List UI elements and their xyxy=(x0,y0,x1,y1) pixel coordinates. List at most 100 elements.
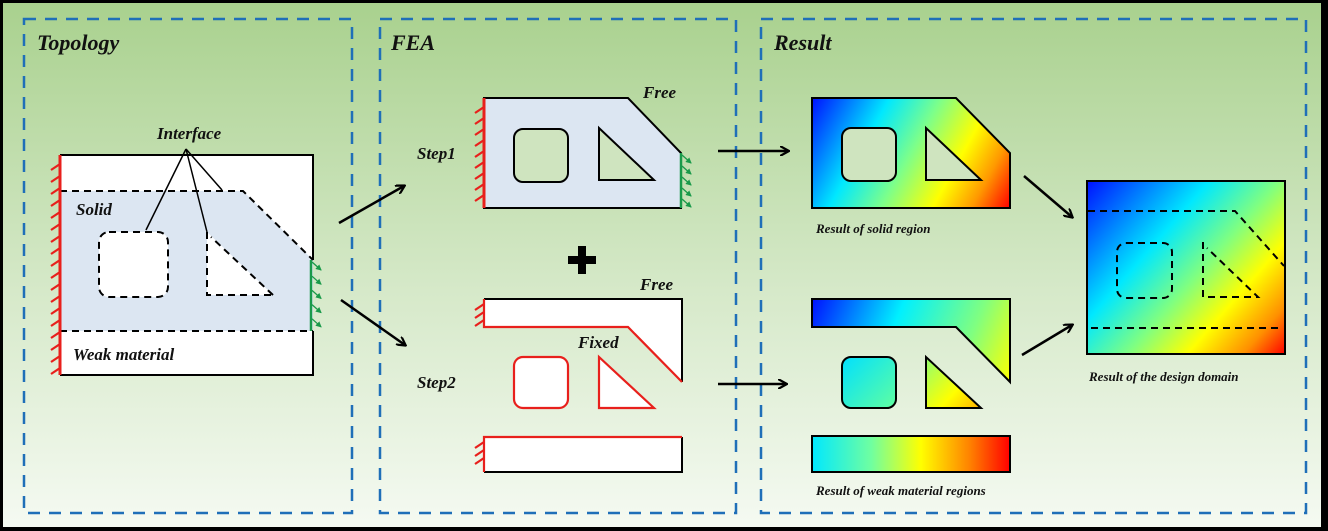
result-weak-bottom-bar xyxy=(811,435,1011,473)
result-design-domain: Result of the design domain xyxy=(1086,180,1286,384)
result-domain-square-interface xyxy=(1116,242,1173,299)
result-weak-square xyxy=(841,356,897,409)
step1-label: Step1 xyxy=(417,144,456,163)
solid-label: Solid xyxy=(76,200,112,219)
step2-free-label: Free xyxy=(639,275,674,294)
hatch-mark xyxy=(50,271,61,279)
panel-topology: Topology xyxy=(22,17,354,515)
step2-top-free-edge xyxy=(484,298,683,382)
triangle-hole-border xyxy=(206,232,274,296)
step1-free-label: Free xyxy=(642,83,677,102)
arrow-to-step2 xyxy=(340,298,405,345)
fixed-support-hatch-icon xyxy=(50,163,61,375)
step2-bottom-free-edge xyxy=(484,437,683,473)
result-weak-regions: Result of weak material regions xyxy=(811,298,1011,498)
load-arrow xyxy=(311,275,322,285)
interface-leader-lines xyxy=(145,148,223,233)
panel-result-frame xyxy=(759,17,1308,515)
result-domain-rect xyxy=(1086,180,1286,355)
panel-result: Result xyxy=(759,17,1308,515)
result-solid-region: Result of solid region xyxy=(811,97,1011,236)
panel-fea-frame xyxy=(378,17,738,515)
result-domain-interface-top xyxy=(1088,210,1285,267)
hatch-mark xyxy=(50,259,61,267)
arrow-to-step1 xyxy=(338,186,404,225)
step1-square-hole xyxy=(513,128,569,183)
hatch-mark xyxy=(50,283,61,291)
step2-fixed-label: Fixed xyxy=(577,333,619,352)
topology-design-domain: Interface Solid Weak material xyxy=(50,124,322,376)
hatch-mark xyxy=(474,172,485,180)
square-hole xyxy=(98,231,169,298)
step2-top-weak-region xyxy=(484,299,682,382)
hatch-mark xyxy=(474,150,485,158)
hatch-mark xyxy=(474,183,485,191)
fea-step2: Step2 Free Fixed xyxy=(417,275,683,473)
hatch-mark xyxy=(474,128,485,136)
step2-bottom-fixed-edge xyxy=(482,435,682,472)
hatch-mark xyxy=(474,449,485,457)
load-arrow xyxy=(681,165,692,175)
hatch-mark xyxy=(50,295,61,303)
panel-topology-frame xyxy=(22,17,354,515)
step2-bottom-weak-region xyxy=(484,437,682,472)
hatch-mark xyxy=(474,441,485,449)
load-arrow xyxy=(681,176,692,186)
hatch-mark xyxy=(474,139,485,147)
result-solid-square-hole xyxy=(841,127,897,182)
hatch-mark xyxy=(50,307,61,315)
interface-line-top xyxy=(60,190,314,261)
hatch-mark xyxy=(474,319,485,327)
load-arrows-icon xyxy=(311,261,322,328)
result-weak-caption: Result of weak material regions xyxy=(815,483,986,498)
panel-topology-title: Topology xyxy=(37,30,120,55)
hatch-mark xyxy=(50,331,61,339)
hatch-mark xyxy=(474,311,485,319)
load-arrow xyxy=(311,304,322,314)
triangle-hole xyxy=(207,232,273,295)
result-solid-triangle-hole xyxy=(925,125,984,181)
hatch-mark xyxy=(50,247,61,255)
hatch-mark xyxy=(50,355,61,363)
load-arrow xyxy=(681,198,692,208)
hatch-mark xyxy=(50,199,61,207)
result-domain-caption: Result of the design domain xyxy=(1088,369,1239,384)
result-weak-top-shape xyxy=(811,298,1011,385)
step2-triangle-region xyxy=(597,354,657,410)
arrow-weak-to-domain xyxy=(1021,325,1072,357)
load-arrow xyxy=(681,154,692,164)
step2-bottom-fixed-support-hatch-icon xyxy=(474,441,485,465)
fea-step1: Step1 Free xyxy=(417,83,692,209)
hatch-mark xyxy=(474,194,485,202)
hatch-mark xyxy=(474,117,485,125)
hatch-mark xyxy=(50,343,61,351)
hatch-mark xyxy=(50,187,61,195)
result-weak-triangle xyxy=(925,354,984,409)
hatch-mark xyxy=(474,303,485,311)
panel-result-title: Result xyxy=(773,30,832,55)
interface-label: Interface xyxy=(156,124,222,143)
result-solid-caption: Result of solid region xyxy=(815,221,931,236)
load-arrow xyxy=(681,187,692,197)
hatch-mark xyxy=(474,457,485,465)
hatch-mark xyxy=(474,106,485,114)
hatch-mark xyxy=(50,175,61,183)
design-domain-border xyxy=(60,154,314,376)
load-arrow xyxy=(311,289,322,300)
load-arrow xyxy=(311,318,322,328)
hatch-mark xyxy=(50,223,61,231)
weak-material-label: Weak material xyxy=(73,345,174,364)
result-domain-triangle-interface xyxy=(1202,242,1261,298)
hatch-mark xyxy=(50,211,61,219)
panel-fea-title: FEA xyxy=(390,30,435,55)
arrow-solid-to-domain xyxy=(1023,175,1072,217)
panel-fea: FEA xyxy=(378,17,738,515)
hatch-mark xyxy=(50,367,61,375)
step2-top-fixed-support-hatch-icon xyxy=(474,303,485,327)
step1-load-arrows-icon xyxy=(681,154,692,208)
load-arrow xyxy=(311,261,322,271)
step1-fixed-support-hatch-icon xyxy=(474,106,485,202)
plus-icon xyxy=(568,246,596,274)
